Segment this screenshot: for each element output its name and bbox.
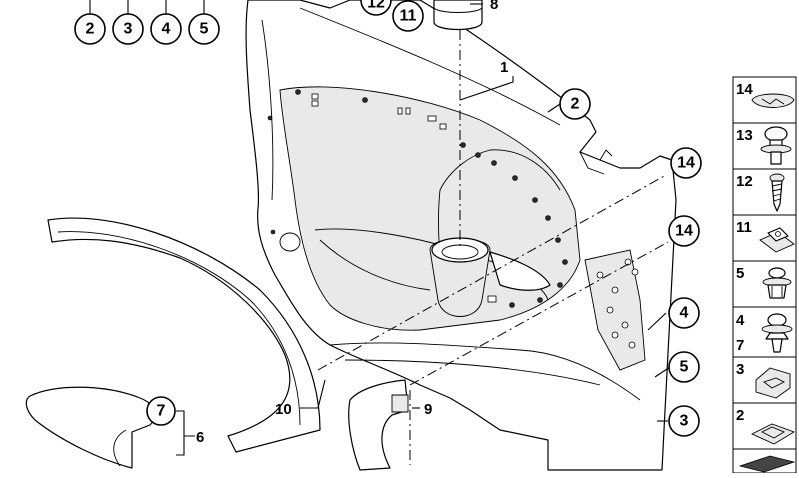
callout-group-5: 5 [188,13,220,45]
svg-text:13: 13 [736,127,753,144]
legend-row-12: 12 [732,168,797,216]
bracket-clip-icon [755,367,791,399]
legend-row-11: 11 [732,214,797,262]
lower-trim [348,379,409,471]
svg-text:7: 7 [736,337,744,354]
spring-clip-icon [750,423,796,445]
screw-icon [769,173,785,212]
svg-text:7: 7 [157,403,166,420]
svg-text:2: 2 [86,21,95,38]
callout-group-3: 3 [112,13,144,45]
svg-text:5: 5 [680,359,689,376]
legend-row-13: 13 [732,122,797,170]
expanding-rivet-icon [760,126,792,165]
legend-row-3: 3 [732,356,797,404]
mounting-holes [267,89,568,308]
label-9: 9 [424,401,432,418]
callout-right-4: 4 [668,297,700,329]
svg-text:4: 4 [162,21,171,38]
leader-lines [89,0,671,456]
callout-group-2: 2 [74,13,106,45]
callout-right-14a: 14 [670,147,702,179]
svg-text:3: 3 [680,413,689,430]
callout-right-14b: 14 [668,215,700,247]
label-10: 10 [275,401,292,418]
callout-top-11: 11 [392,0,424,32]
push-clip-icon [751,93,795,108]
svg-text:12: 12 [736,173,753,190]
callout-group-4: 4 [150,13,182,45]
callout-right-2: 2 [559,88,591,120]
fastener-legend: 14 13 12 [732,76,797,474]
wing-holes [596,258,639,349]
wheel-arch-cover [47,217,321,453]
expanding-clip-icon [762,267,792,299]
svg-text:14: 14 [675,223,693,240]
label-1: 1 [500,59,508,76]
callout-right-5: 5 [668,351,700,383]
svg-text:3: 3 [124,21,133,38]
label-6: 6 [196,429,204,446]
svg-text:11: 11 [736,219,752,236]
top-insert [433,0,483,31]
callout-left-7: 7 [146,396,176,426]
callout-right-3: 3 [668,405,700,437]
legend-row-4-7: 4 7 [732,306,797,358]
legend-row-2: 2 [732,402,797,450]
svg-text:12: 12 [367,0,385,12]
svg-text:3: 3 [736,361,744,378]
svg-text:11: 11 [400,8,417,25]
svg-text:4: 4 [736,312,745,329]
legend-row-14: 14 [732,76,797,124]
foam-pad-icon [738,455,796,473]
svg-text:5: 5 [736,265,744,282]
svg-text:14: 14 [736,81,753,98]
legend-row-5: 5 [732,260,797,308]
legend-row-foam [732,448,797,474]
svg-text:14: 14 [677,155,695,172]
assembly-lines [317,30,669,465]
corner-trim [25,386,156,469]
svg-text:5: 5 [200,21,209,38]
svg-text:2: 2 [571,96,580,113]
svg-text:2: 2 [736,407,744,424]
fir-tree-clip-icon [761,313,793,353]
square-nut-clip-icon [759,227,795,253]
label-8: 8 [490,0,498,13]
svg-text:4: 4 [680,305,689,322]
callout-top-12: 12 [360,0,392,16]
